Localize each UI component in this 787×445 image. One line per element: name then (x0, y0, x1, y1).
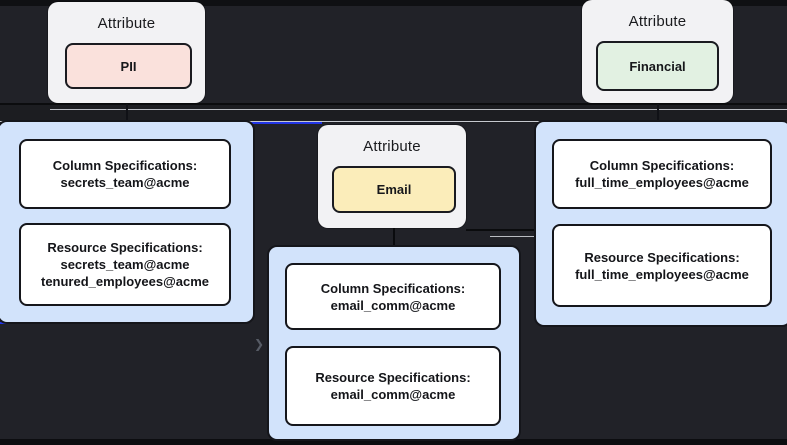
column-specifications-value: full_time_employees@acme (575, 175, 749, 190)
resource-specifications-box: Resource Specifications: full_time_emplo… (552, 224, 772, 307)
resource-specifications-box: Resource Specifications: email_comm@acme (285, 346, 501, 426)
edge-financial-to-specs (657, 104, 659, 121)
edge-pii-to-specs (126, 104, 128, 121)
divider-line-email-right-light (490, 236, 537, 237)
column-specifications-value: secrets_team@acme (60, 175, 190, 190)
resource-specifications-value: secrets_team@acme (60, 257, 190, 272)
spec-node-pii: Column Specifications: secrets_team@acme… (0, 120, 255, 324)
attribute-node-pii: Attribute PII (48, 2, 205, 103)
resource-specifications-title: Resource Specifications: (315, 370, 471, 385)
spec-node-financial: Column Specifications: full_time_employe… (534, 120, 787, 327)
attribute-tag-financial: Financial (596, 41, 719, 91)
attribute-node-title: Attribute (363, 138, 421, 155)
edge-email-to-specs (393, 228, 395, 247)
column-specifications-box: Column Specifications: full_time_employe… (552, 139, 772, 209)
resource-specifications-value: email_comm@acme (330, 387, 456, 402)
column-specifications-box: Column Specifications: secrets_team@acme (19, 139, 231, 209)
divider-line-email-right-dark (466, 229, 537, 231)
spec-node-email: Column Specifications: email_comm@acme R… (267, 245, 521, 441)
attribute-tag-pii: PII (65, 43, 192, 89)
resource-specifications-title: Resource Specifications: (584, 249, 740, 265)
attribute-node-title: Attribute (97, 15, 156, 32)
column-specifications-value: email_comm@acme (330, 297, 456, 313)
attribute-node-email: Attribute Email (318, 125, 466, 228)
resource-specifications-box: Resource Specifications: secrets_team@ac… (19, 223, 231, 306)
divider-line-upper (50, 109, 787, 110)
resource-specifications-value: tenured_employees@acme (40, 274, 210, 289)
divider-line-cards-top (0, 121, 787, 122)
column-specifications-title: Column Specifications: (320, 280, 466, 296)
edge-arrowhead-icon: ❯ (253, 337, 265, 351)
top-black-band (0, 0, 787, 6)
column-specifications-title: Column Specifications: (589, 158, 735, 173)
resource-specifications-value: full_time_employees@acme (575, 266, 749, 282)
edge-blue-segment-top (251, 122, 322, 124)
attribute-node-financial: Attribute Financial (582, 0, 733, 103)
bottom-black-band (0, 439, 787, 445)
column-specifications-box: Column Specifications: email_comm@acme (285, 263, 501, 330)
attribute-tag-email: Email (332, 166, 456, 213)
middle-dark-band (0, 103, 787, 123)
attribute-node-title: Attribute (628, 13, 687, 30)
resource-specifications-title: Resource Specifications: (47, 240, 203, 255)
column-specifications-title: Column Specifications: (52, 158, 198, 173)
